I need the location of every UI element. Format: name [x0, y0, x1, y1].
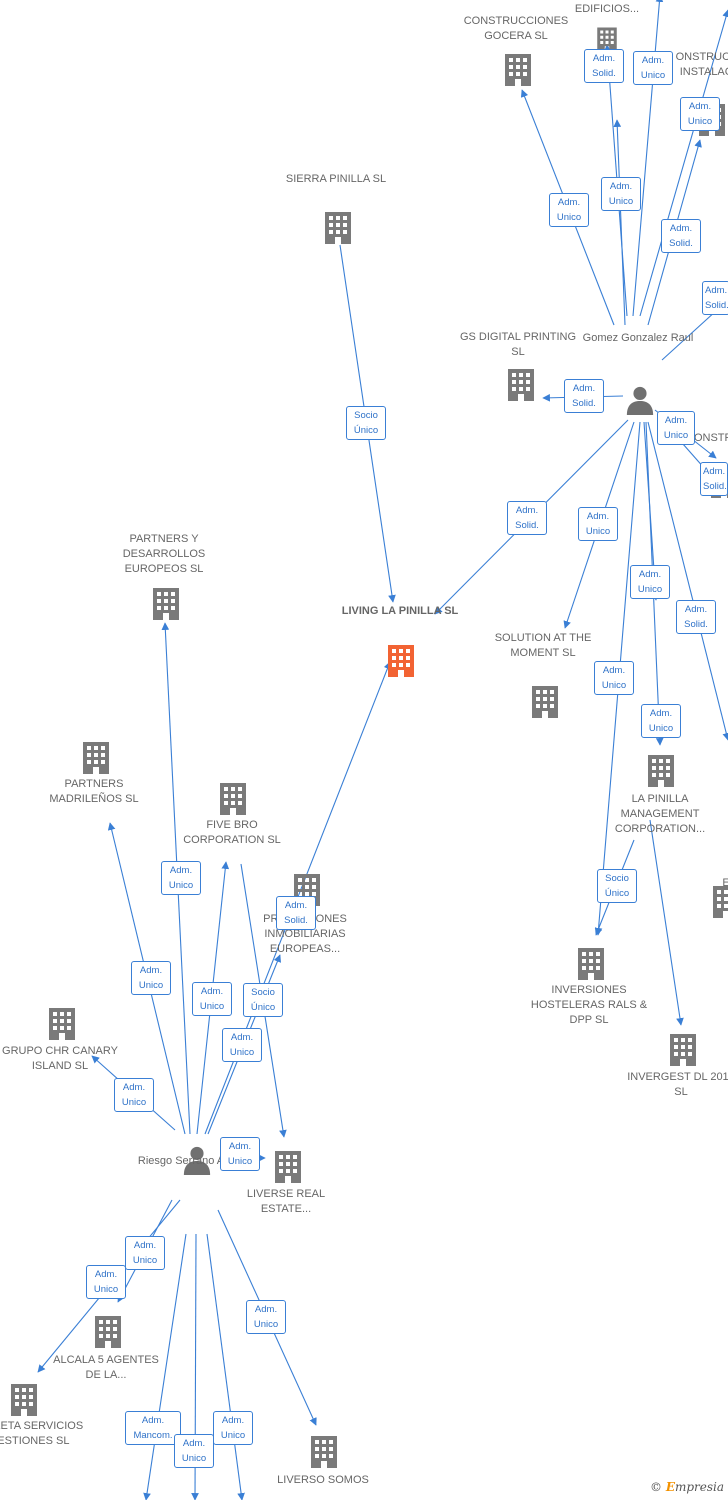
building-icon[interactable]: [388, 645, 414, 677]
edge-line: [206, 1233, 245, 1500]
company-label-sierra[interactable]: SIERRA PINILLA SL: [285, 173, 387, 185]
company-label-constr_y[interactable]: ONSTR Y O: [693, 432, 728, 444]
edge-label-adm-unico[interactable]: Adm. Unico: [594, 661, 634, 695]
edge-label-adm-solid[interactable]: Adm. Solid.: [564, 379, 604, 413]
edge-label-socio-nico[interactable]: Socio Único: [597, 869, 637, 903]
company-label-liverso[interactable]: LIVERSO SOMOS: [277, 1474, 369, 1486]
company-label-e_partial[interactable]: E: [722, 877, 728, 889]
company-label-alcala[interactable]: ALCALA 5 AGENTES DE LA...: [53, 1354, 159, 1381]
company-label-liverse[interactable]: LIVERSE REAL ESTATE...: [246, 1188, 326, 1215]
company-label-grupo_chr[interactable]: GRUPO CHR CANARY ISLAND SL: [2, 1045, 118, 1072]
edge-label-adm-unico[interactable]: Adm. Unico: [641, 704, 681, 738]
edge-label-adm-unico[interactable]: Adm. Unico: [114, 1078, 154, 1112]
edge-label-adm-solid[interactable]: Adm. Solid.: [702, 281, 728, 315]
edge-label-adm-unico[interactable]: Adm. Unico: [222, 1028, 262, 1062]
edge-label-adm-unico[interactable]: Adm. Unico: [657, 411, 695, 445]
edge-label-adm-solid[interactable]: Adm. Solid.: [276, 896, 316, 930]
edge-line: [632, 0, 664, 317]
edge-label-adm-unico[interactable]: Adm. Unico: [192, 982, 232, 1016]
copyright-symbol: ©: [650, 1480, 662, 1494]
edge-label-adm-unico[interactable]: Adm. Unico: [161, 861, 201, 895]
edge-line: [143, 1233, 187, 1500]
edge-line: [649, 819, 684, 1026]
edge-label-adm-unico[interactable]: Adm. Unico: [633, 51, 673, 85]
building-icon[interactable]: [311, 1436, 337, 1468]
building-icon[interactable]: [95, 1316, 121, 1348]
edge-label-adm-unico[interactable]: Adm. Unico: [131, 961, 171, 995]
building-icon[interactable]: [505, 54, 531, 86]
building-icon[interactable]: [275, 1151, 301, 1183]
company-label-gocera[interactable]: CONSTRUCCIONES GOCERA SL: [463, 15, 569, 42]
person-label-gomez[interactable]: Gomez Gonzalez Raul: [582, 332, 694, 344]
company-label-edificios[interactable]: EDIFICIOS...: [574, 3, 640, 15]
person-icon[interactable]: [626, 386, 654, 415]
edge-label-adm-solid[interactable]: Adm. Solid.: [584, 49, 624, 83]
edge-label-adm-unico[interactable]: Adm. Unico: [213, 1411, 253, 1445]
building-icon[interactable]: [325, 212, 351, 244]
edge-label-socio-nico[interactable]: Socio Único: [346, 406, 386, 440]
edge-label-adm-solid[interactable]: Adm. Solid.: [661, 219, 701, 253]
edge-label-adm-unico[interactable]: Adm. Unico: [174, 1434, 214, 1468]
edge-label-adm-unico[interactable]: Adm. Unico: [86, 1265, 126, 1299]
company-label-partners_des[interactable]: PARTNERS Y DESARROLLOS EUROPEOS SL: [122, 533, 206, 575]
edge-label-adm-unico[interactable]: Adm. Unico: [630, 565, 670, 599]
building-icon[interactable]: [670, 1034, 696, 1066]
building-icon[interactable]: [153, 588, 179, 620]
edge-label-adm-unico[interactable]: Adm. Unico: [680, 97, 720, 131]
nodes-layer: [11, 27, 728, 1468]
edge-label-adm-solid[interactable]: Adm. Solid.: [700, 462, 728, 496]
building-icon[interactable]: [220, 783, 246, 815]
company-label-five_bro[interactable]: FIVE BRO CORPORATION SL: [183, 819, 281, 846]
building-icon[interactable]: [532, 686, 558, 718]
company-label-constr_inst[interactable]: ONSTRUCC E INSTALACIO: [675, 51, 728, 78]
company-label-invergest[interactable]: INVERGEST DL 2015 SL: [627, 1071, 728, 1098]
edge-label-socio-nico[interactable]: Socio Único: [243, 983, 283, 1017]
edge-label-adm-unico[interactable]: Adm. Unico: [220, 1137, 260, 1171]
company-label-partners_mad[interactable]: PARTNERS MADRILEÑOS SL: [49, 778, 139, 805]
brand-name: mpresia: [674, 1480, 725, 1494]
company-label-la_pinilla[interactable]: LA PINILLA MANAGEMENT CORPORATION...: [614, 793, 706, 835]
company-label-catoleta[interactable]: CATOLETA SERVICIOS Y GESTIONES SL: [0, 1420, 84, 1447]
building-icon[interactable]: [49, 1008, 75, 1040]
edge-line: [613, 119, 626, 326]
company-label-gs_digital[interactable]: GS DIGITAL PRINTING SL: [459, 331, 577, 358]
building-icon[interactable]: [508, 369, 534, 401]
edge-label-adm-unico[interactable]: Adm. Unico: [578, 507, 618, 541]
edge-label-adm-mancom[interactable]: Adm. Mancom.: [125, 1411, 181, 1445]
building-icon[interactable]: [83, 742, 109, 774]
edges-layer: [37, 0, 728, 1500]
edge-label-adm-unico[interactable]: Adm. Unico: [601, 177, 641, 211]
edge-label-adm-solid[interactable]: Adm. Solid.: [676, 600, 716, 634]
company-label-living[interactable]: LIVING LA PINILLA SL: [341, 605, 459, 617]
edge-line: [647, 421, 728, 741]
brand-initial: E: [665, 1480, 675, 1494]
building-icon[interactable]: [11, 1384, 37, 1416]
edge-label-adm-unico[interactable]: Adm. Unico: [549, 193, 589, 227]
edge-label-adm-unico[interactable]: Adm. Unico: [246, 1300, 286, 1334]
company-label-solution[interactable]: SOLUTION AT THE MOMENT SL: [494, 632, 592, 659]
building-icon[interactable]: [578, 948, 604, 980]
building-icon[interactable]: [648, 755, 674, 787]
edge-line: [639, 9, 728, 317]
edge-label-adm-solid[interactable]: Adm. Solid.: [507, 501, 547, 535]
edge-label-adm-unico[interactable]: Adm. Unico: [125, 1236, 165, 1270]
watermark: © Empresia: [650, 1480, 724, 1494]
company-label-inversiones[interactable]: INVERSIONES HOSTELERAS RALS & DPP SL: [530, 984, 648, 1026]
